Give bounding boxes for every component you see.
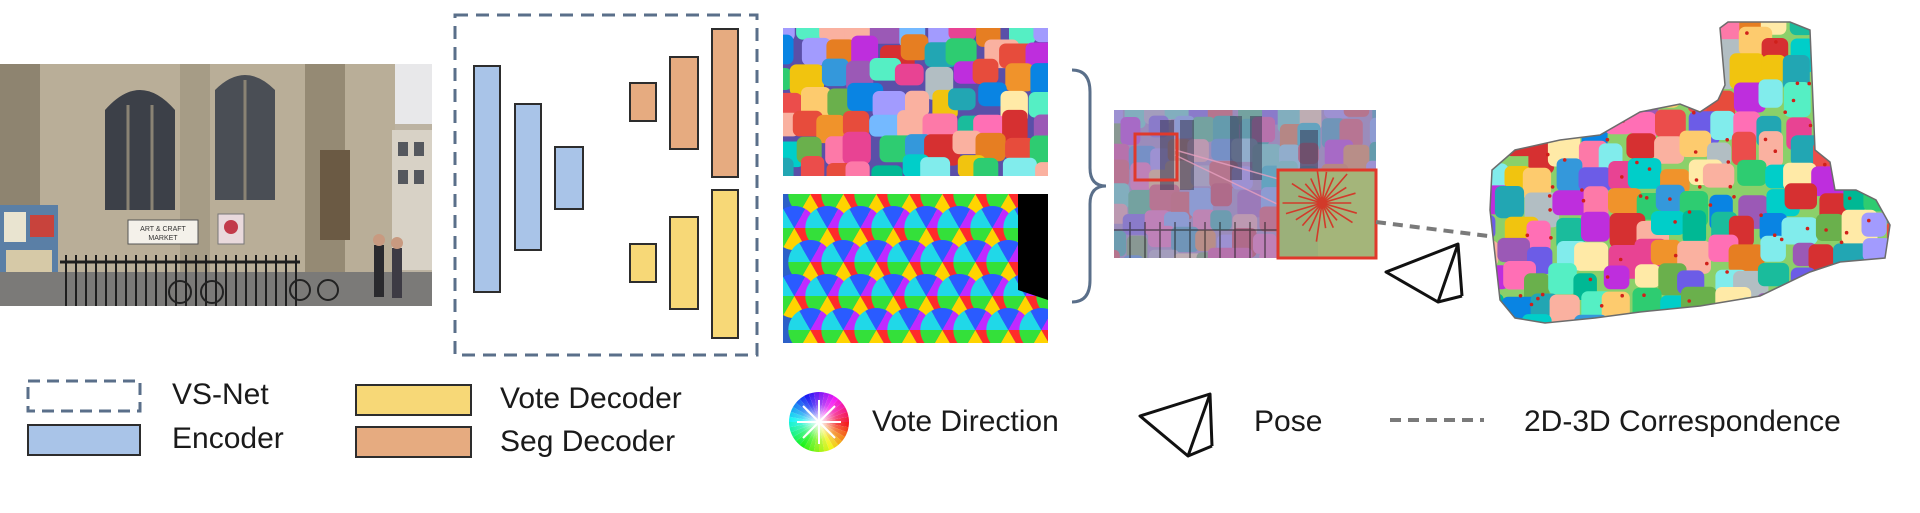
seg-decoder <box>629 28 739 178</box>
legend-encoder-label: Encoder <box>172 422 284 455</box>
pose-camera-icon <box>1384 242 1464 304</box>
vote-direction-map <box>783 194 1048 343</box>
3d-point-cloud-model <box>1489 21 1891 324</box>
zoomed-vote-inset <box>1276 168 1378 260</box>
legend-correspondence-label: 2D-3D Correspondence <box>1524 405 1841 438</box>
legend-pose-label: Pose <box>1254 405 1323 438</box>
seg-decoder-layer-3 <box>711 28 739 178</box>
legend-vsnet-label: VS-Net <box>172 378 269 411</box>
legend-vsnet-swatch <box>26 379 142 413</box>
highlight-box <box>1133 132 1179 182</box>
vote-decoder <box>629 189 739 339</box>
vsnet-box <box>453 13 759 357</box>
input-image: ART & CRAFT MARKET <box>0 64 432 306</box>
encoder-layer-1 <box>473 65 501 293</box>
vote-decoder-layer-3 <box>711 189 739 339</box>
vote-direction-icon <box>789 392 849 452</box>
correspondence-line <box>1375 220 1489 238</box>
seg-decoder-layer-1 <box>629 82 657 122</box>
encoder-layer-3 <box>554 146 584 210</box>
photo-sign-line1: ART & CRAFT <box>140 226 186 233</box>
photo-sign-line2: MARKET <box>148 235 178 242</box>
encoder <box>473 65 584 293</box>
legend-vote-direction-label: Vote Direction <box>872 405 1059 438</box>
camera-frustum-icon <box>1138 392 1214 458</box>
legend-encoder-swatch <box>27 424 141 456</box>
segmentation-map <box>783 28 1048 176</box>
right-brace <box>1071 68 1107 304</box>
legend-vote-decoder-label: Vote Decoder <box>500 382 682 415</box>
legend-vote-decoder-swatch <box>355 384 472 416</box>
seg-decoder-layer-2 <box>669 56 699 150</box>
vote-decoder-layer-1 <box>629 243 657 283</box>
encoder-layer-2 <box>514 103 542 251</box>
legend-seg-decoder-label: Seg Decoder <box>500 425 676 458</box>
vote-decoder-layer-2 <box>669 216 699 310</box>
legend-seg-decoder-swatch <box>355 426 472 458</box>
